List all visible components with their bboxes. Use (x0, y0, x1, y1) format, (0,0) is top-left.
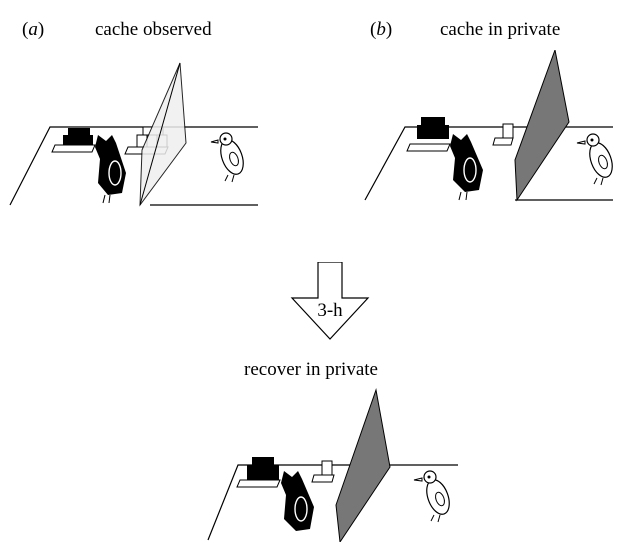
barrier-screen-icon (335, 388, 391, 542)
white-bird-icon (413, 470, 450, 523)
black-bird-icon (95, 135, 126, 204)
panel-a-letter: (a) (22, 19, 45, 40)
white-bird-icon (576, 133, 613, 186)
scene-recover-in-private (207, 388, 458, 542)
floor-outline (9, 126, 258, 206)
arrow-label: 3-h (317, 300, 343, 321)
cache-tray-icon (492, 123, 514, 146)
cache-tray-icon (406, 117, 451, 152)
panel-b-title: cache in private (440, 19, 561, 40)
black-bird-icon (281, 471, 314, 531)
floor-outline (364, 126, 613, 201)
cache-tray-icon (51, 128, 96, 153)
scene-cache-observed (9, 62, 258, 207)
cache-tray-icon (236, 457, 281, 488)
panel-c-title: recover in private (244, 359, 378, 380)
panel-a-title: cache observed (95, 19, 212, 40)
white-bird-icon (210, 132, 244, 183)
panel-b-letter: (b) (370, 19, 393, 40)
scene-cache-in-private (364, 50, 613, 202)
black-bird-icon (450, 134, 483, 201)
cache-tray-icon (311, 460, 335, 483)
down-arrow-icon (290, 262, 370, 340)
barrier-screen-icon (514, 50, 570, 202)
